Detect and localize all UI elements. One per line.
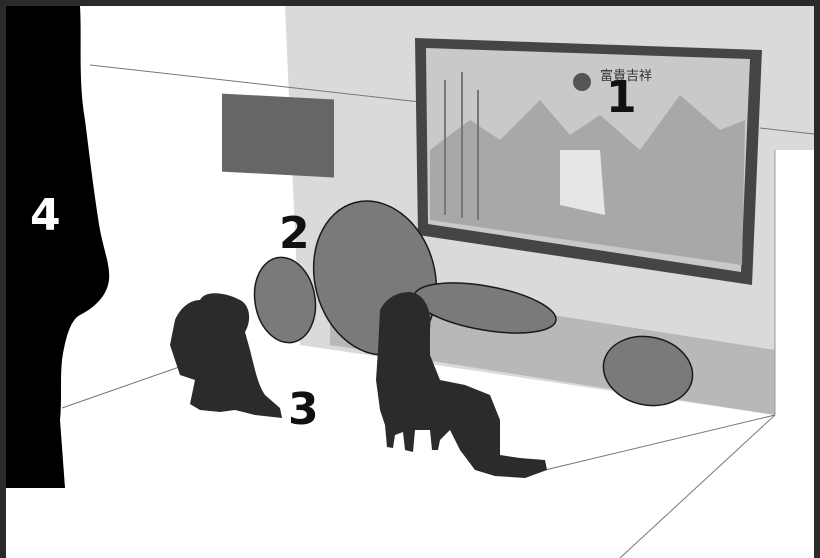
label-2: 2 [279,208,310,259]
wall-plaque [222,94,334,178]
painting-sun [573,73,591,91]
label-1: 1 [606,72,637,123]
painting-waterfall [560,150,605,215]
label-4: 4 [30,190,61,241]
label-3: 3 [288,384,319,435]
